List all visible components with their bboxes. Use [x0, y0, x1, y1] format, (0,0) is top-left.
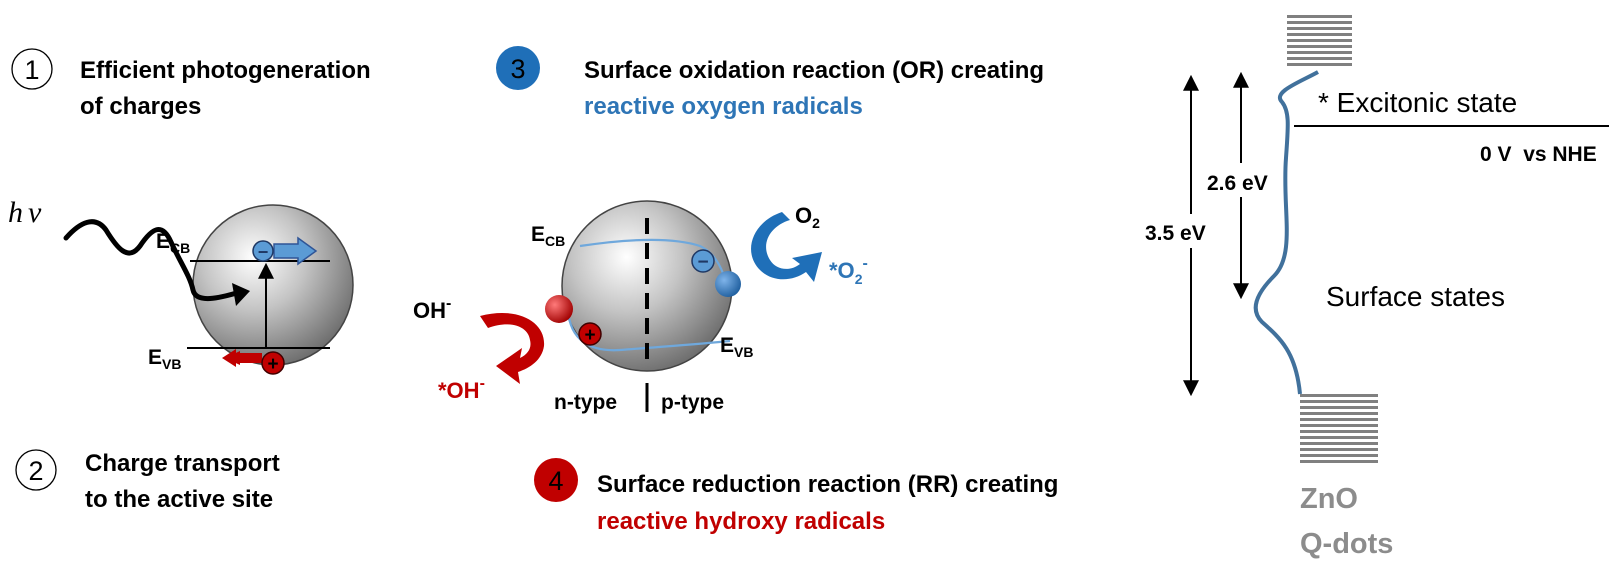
gap-2-6-label: 2.6 eV — [1207, 172, 1268, 195]
step-4-line2: reactive hydroxy radicals — [597, 508, 885, 535]
hydroxide-label: OH- — [413, 295, 451, 323]
oxidation-curved-arrow-icon — [751, 212, 822, 282]
n-type-label: n-type — [554, 391, 617, 414]
left-hole-sign: + — [267, 354, 278, 375]
step-2-line1: Charge transport — [85, 450, 280, 477]
photon-wave-icon — [63, 219, 243, 301]
reduction-site-ball — [545, 295, 573, 323]
conduction-band-stack — [1287, 15, 1352, 66]
nhe-label: 0 V vs NHE — [1480, 143, 1597, 166]
step-1-circle — [11, 48, 53, 90]
step-4-number: 4 — [548, 466, 563, 496]
step-3-circle — [496, 46, 540, 90]
middle-cb-curve — [579, 238, 728, 283]
hole-arrow-tip — [222, 349, 236, 367]
step-1: 1 Efficient photogeneration of charges — [11, 48, 371, 120]
step-4-line1: Surface reduction reaction (RR) creating — [597, 471, 1058, 498]
oxidation-site-ball — [715, 271, 741, 297]
middle-electron-sign: − — [697, 252, 708, 273]
hydroxy-radical-label: *OH- — [438, 375, 485, 403]
zno-label: ZnO — [1300, 483, 1358, 515]
middle-ecb-label: ECB — [531, 223, 565, 249]
hole-arrow-body — [236, 353, 262, 363]
electron-transport-arrow-icon — [273, 236, 318, 266]
photon-nu: ν — [28, 196, 42, 229]
left-hole — [261, 351, 285, 375]
step-2: 2 Charge transport to the active site — [15, 449, 280, 513]
energy-diagram: 2.6 eV 3.5 eV * Excitonic state 0 V vs N… — [1140, 15, 1609, 560]
left-evb-label: EVB — [148, 346, 181, 372]
qdots-label: Q-dots — [1300, 528, 1393, 560]
step-3: 3 Surface oxidation reaction (OR) creati… — [496, 46, 1044, 120]
surface-states-curve — [1253, 70, 1319, 395]
middle-vb-curve — [566, 309, 731, 352]
left-electron-sign: − — [258, 242, 269, 262]
step-2-circle — [15, 449, 57, 491]
step-1-line2: of charges — [80, 93, 201, 120]
step-2-line2: to the active site — [85, 486, 273, 513]
left-ecb-label: ECB — [156, 230, 190, 256]
middle-particle-group: − + ECB EVB O2 *O2- OH- *OH- n-type p-ty… — [413, 200, 868, 414]
step-1-number: 1 — [24, 55, 39, 85]
photon-arrowhead-icon — [232, 283, 250, 306]
step-3-number: 3 — [510, 54, 525, 84]
middle-hole-sign: + — [584, 325, 595, 346]
excitonic-state-label: * Excitonic state — [1318, 87, 1517, 118]
middle-evb-label: EVB — [720, 334, 753, 360]
step-4-circle — [534, 458, 578, 502]
step-3-line1: Surface oxidation reaction (OR) creating — [584, 57, 1044, 84]
middle-hole — [578, 322, 602, 346]
left-electron — [252, 240, 274, 262]
reduction-curved-arrow-icon — [480, 312, 545, 384]
step-4: 4 Surface reduction reaction (RR) creati… — [534, 458, 1058, 535]
p-type-label: p-type — [661, 391, 724, 414]
step-3-line2: reactive oxygen radicals — [584, 93, 863, 120]
gap-3-5-label: 3.5 eV — [1145, 222, 1206, 245]
left-particle-sphere — [192, 204, 354, 366]
photon-h: h — [8, 196, 23, 229]
o2-label: O2 — [795, 203, 820, 231]
surface-states-label: Surface states — [1326, 281, 1505, 312]
valence-band-stack — [1300, 394, 1378, 463]
step-2-number: 2 — [28, 456, 43, 486]
middle-electron — [691, 249, 715, 273]
step-1-line1: Efficient photogeneration — [80, 57, 371, 84]
superoxide-radical-label: *O2- — [829, 255, 868, 287]
